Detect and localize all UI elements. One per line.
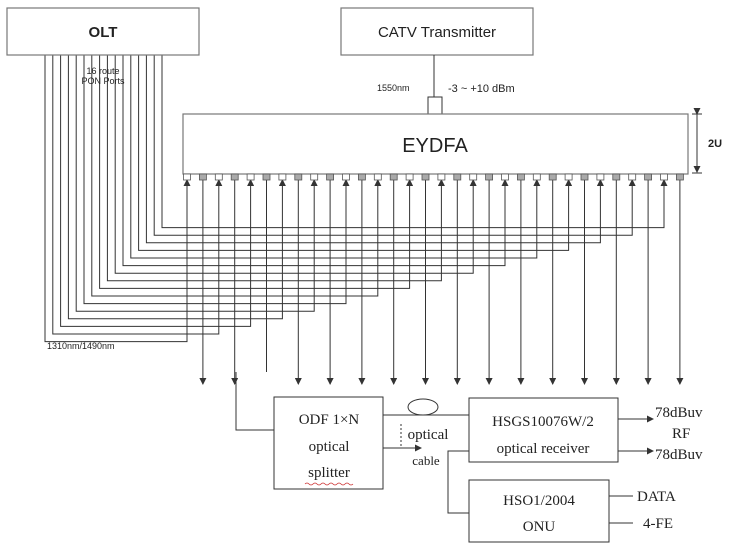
eydfa-port bbox=[310, 173, 319, 181]
eydfa-label: EYDFA bbox=[402, 135, 468, 157]
cable-coil bbox=[407, 398, 439, 416]
eydfa-port bbox=[596, 173, 605, 181]
pon-fiber bbox=[138, 55, 573, 251]
eydfa-port bbox=[548, 173, 557, 181]
eydfa-port bbox=[580, 173, 589, 181]
pon-fiber bbox=[122, 55, 509, 267]
olt-box: OLT bbox=[6, 7, 200, 56]
cable-label-line2: cable bbox=[412, 453, 440, 468]
eydfa-port bbox=[326, 173, 335, 181]
odf-line2: optical bbox=[309, 439, 350, 455]
catv-label: CATV Transmitter bbox=[378, 24, 496, 41]
spellcheck-underline bbox=[304, 482, 354, 486]
receiver-line1: HSGS10076W/2 bbox=[492, 414, 594, 430]
odf-line3: splitter bbox=[308, 465, 350, 481]
eydfa-port bbox=[294, 173, 303, 181]
onu-box: HSO1/2004 ONU bbox=[468, 479, 610, 543]
olt-pon-fibers bbox=[44, 55, 668, 343]
pon-fiber bbox=[75, 55, 318, 312]
input-wavelength-label: 1550nm bbox=[377, 83, 410, 93]
receiver-line2: optical receiver bbox=[497, 441, 590, 457]
fe-label: 4-FE bbox=[643, 516, 673, 532]
output-level-bottom: 78dBuv bbox=[655, 447, 703, 463]
cable-label-line1: optical bbox=[408, 427, 449, 443]
eydfa-port bbox=[437, 173, 446, 181]
optical-receiver-box: HSGS10076W/2 optical receiver bbox=[468, 397, 619, 463]
eydfa-port bbox=[532, 173, 541, 181]
eydfa-port bbox=[676, 173, 684, 181]
eydfa-ports bbox=[183, 173, 684, 181]
eydfa-port bbox=[517, 173, 525, 181]
pon-fiber bbox=[67, 55, 286, 320]
pon-fiber bbox=[161, 55, 668, 229]
eydfa-port bbox=[564, 173, 573, 181]
pon-fiber bbox=[145, 55, 604, 244]
pon-fiber bbox=[99, 55, 414, 289]
eydfa-port bbox=[183, 173, 191, 181]
pon-fiber bbox=[52, 55, 223, 335]
onu-line2: ONU bbox=[523, 519, 556, 535]
eydfa-port bbox=[421, 173, 430, 181]
data-label: DATA bbox=[637, 489, 676, 505]
eydfa-port bbox=[469, 173, 478, 181]
eydfa-port bbox=[405, 173, 414, 181]
eydfa-input-port bbox=[427, 96, 443, 115]
odf-line1: ODF 1×N bbox=[299, 412, 360, 428]
eydfa-port bbox=[198, 173, 207, 181]
eydfa-port bbox=[246, 173, 255, 181]
eydfa-port bbox=[278, 173, 287, 181]
eydfa-port bbox=[612, 173, 621, 181]
input-power-label: -3 ~ +10 dBm bbox=[448, 83, 515, 95]
odf-splitter-box: ODF 1×N optical splitter bbox=[273, 396, 384, 490]
optical-cable: optical cable bbox=[383, 398, 469, 468]
cable-to-onu bbox=[447, 450, 469, 514]
eydfa-output-fibers bbox=[199, 180, 684, 385]
pon-fiber bbox=[106, 55, 445, 282]
pon-fiber bbox=[83, 55, 350, 305]
onu-line1: HSO1/2004 bbox=[503, 493, 575, 509]
eydfa-port bbox=[628, 173, 637, 181]
rf-label: RF bbox=[672, 426, 690, 442]
eydfa-port bbox=[357, 173, 366, 181]
eydfa-port bbox=[453, 173, 462, 181]
catv-transmitter-box: CATV Transmitter bbox=[340, 7, 534, 56]
pon-fiber bbox=[44, 55, 191, 343]
pon-ports-label-line2: PON Ports bbox=[81, 76, 125, 86]
output-level-top: 78dBuv bbox=[655, 405, 703, 421]
eydfa-port bbox=[389, 173, 398, 181]
pon-ports-label-line1: 16 route bbox=[86, 66, 119, 76]
height-dimension: 2U bbox=[692, 108, 722, 174]
pon-fiber bbox=[114, 55, 477, 274]
eydfa-port bbox=[485, 173, 494, 181]
eydfa-port bbox=[230, 173, 239, 181]
eydfa-port bbox=[660, 173, 668, 181]
eydfa-port bbox=[644, 173, 652, 181]
height-label: 2U bbox=[708, 138, 722, 150]
eydfa-port bbox=[262, 173, 271, 181]
eydfa-port bbox=[501, 173, 509, 181]
pon-fiber bbox=[60, 55, 255, 327]
fiber-to-odf bbox=[235, 372, 274, 431]
eydfa-port bbox=[214, 173, 223, 181]
eydfa-port bbox=[342, 173, 350, 181]
olt-label: OLT bbox=[89, 24, 118, 41]
eydfa-box: EYDFA bbox=[182, 113, 689, 175]
pon-fiber bbox=[130, 55, 541, 259]
eydfa-port bbox=[373, 173, 382, 181]
fiber-wavelength-label: 1310nm/1490nm bbox=[47, 341, 115, 351]
